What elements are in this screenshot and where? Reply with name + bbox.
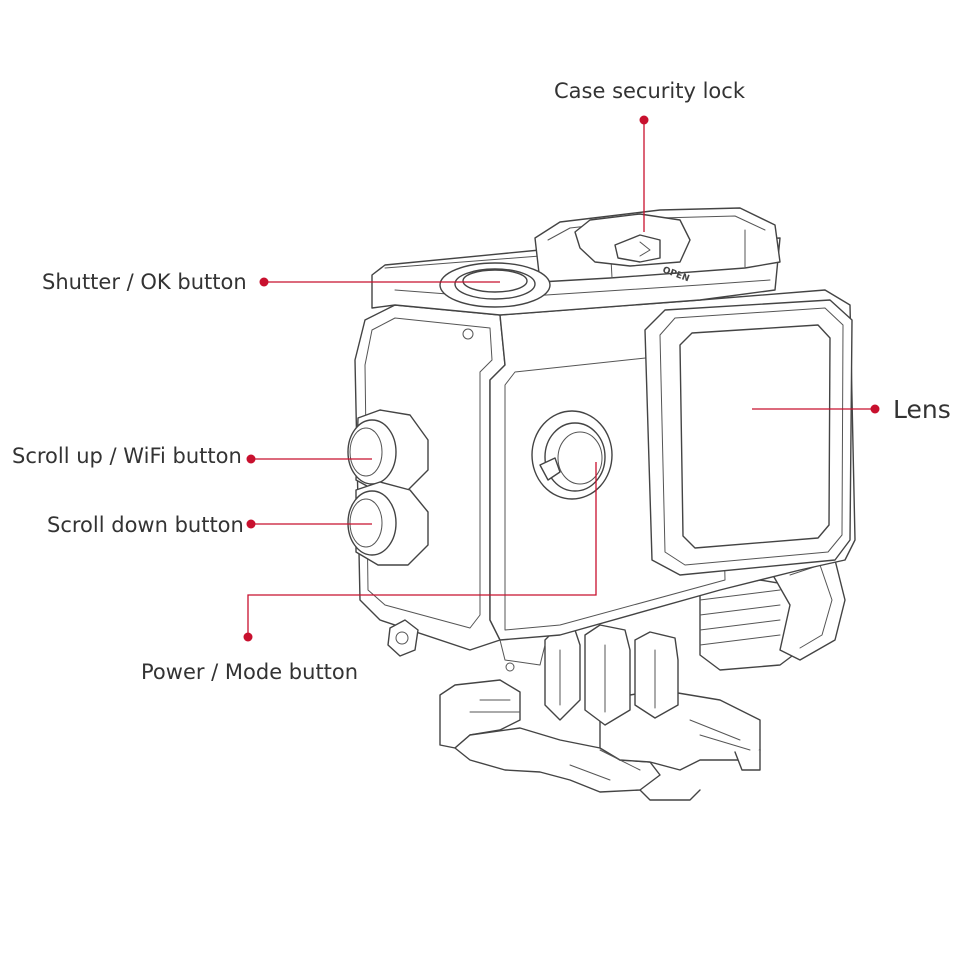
label-shutter-ok-button: Shutter / OK button — [42, 270, 247, 294]
mount-base — [439, 679, 761, 801]
label-scroll-down-button: Scroll down button — [47, 513, 244, 537]
label-scroll-up-wifi-button: Scroll up / WiFi button — [12, 444, 242, 468]
label-lens: Lens — [893, 395, 951, 424]
dot-power-mode — [243, 632, 253, 642]
leader-lines — [243, 115, 880, 642]
lens-window — [644, 299, 853, 576]
power-button-drawing — [531, 410, 613, 500]
leader-power-mode — [247, 462, 597, 637]
dot-shutter — [259, 277, 269, 287]
thumb-screw — [699, 554, 846, 671]
dot-case-lock — [639, 115, 649, 125]
dot-scroll-up — [246, 454, 256, 464]
dot-lens — [870, 404, 880, 414]
dot-scroll-down — [246, 519, 256, 529]
label-power-mode-button: Power / Mode button — [141, 660, 359, 684]
label-case-security-lock: Case security lock — [554, 79, 745, 103]
side-buttons-drawing — [347, 409, 429, 566]
shutter-button-drawing — [439, 262, 551, 308]
mount-fingers — [544, 624, 679, 726]
